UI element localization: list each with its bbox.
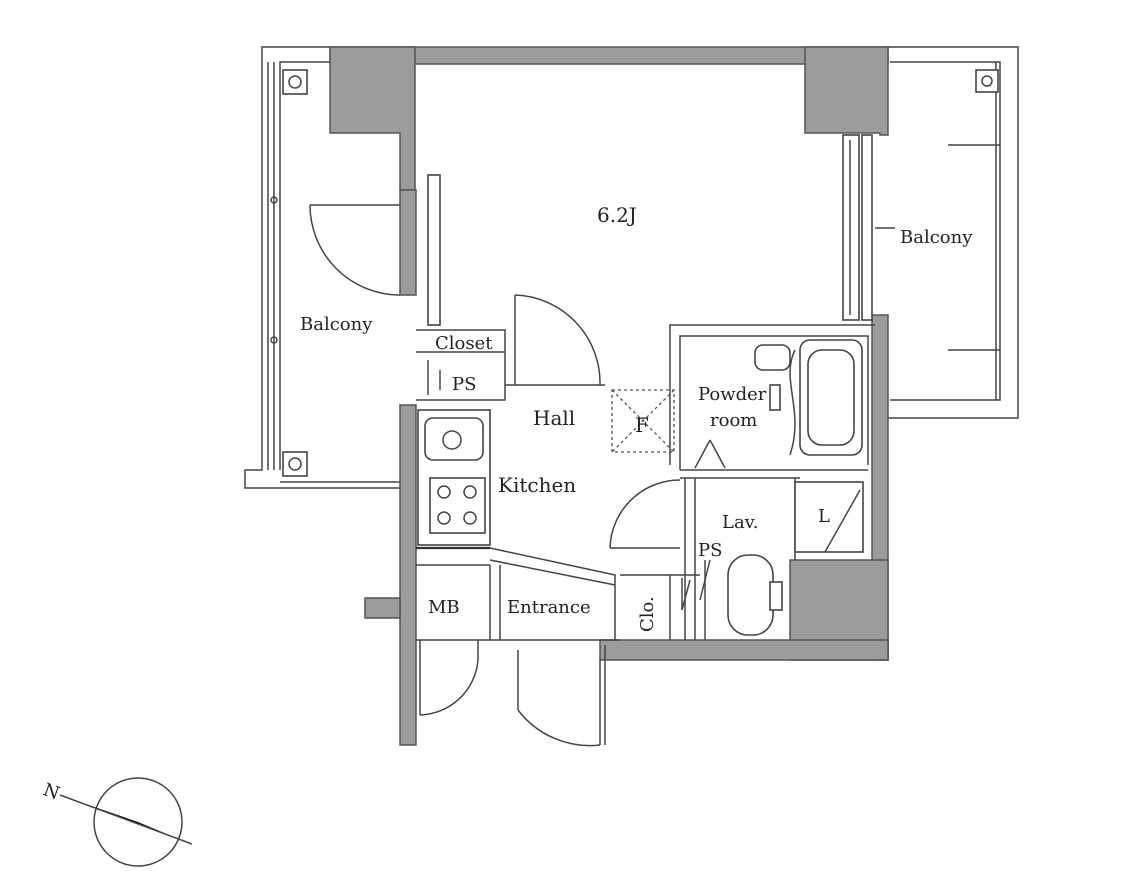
laundry-label: L [818, 506, 830, 527]
powder-room-label-line1: Powder [698, 384, 767, 405]
ps-upper-label: PS [452, 374, 476, 395]
meter-box-label: MB [428, 597, 460, 618]
main-room-label: 6.2J [597, 203, 637, 227]
clo-label: Clo. [637, 596, 658, 632]
closet-label: Closet [435, 333, 493, 354]
hall-detector [611, 389, 675, 453]
compass: N [40, 777, 193, 867]
toilet [727, 554, 783, 636]
structural-walls [329, 46, 889, 746]
laundry-pan [794, 481, 864, 553]
doors [419, 294, 726, 747]
balcony-left-label: Balcony [300, 314, 373, 335]
lavatory-label: Lav. [722, 512, 758, 533]
balcony-right-label: Balcony [900, 227, 973, 248]
bathroom-fixtures [754, 339, 863, 456]
entrance-label: Entrance [507, 597, 591, 618]
compass-north-label: N [40, 779, 62, 804]
fire-detector-label: F [635, 413, 649, 437]
ps-lower-label: PS [698, 540, 722, 561]
ps-closets [427, 360, 711, 611]
hall-label: Hall [533, 406, 575, 430]
balcony-right [875, 46, 1019, 419]
kitchen-label: Kitchen [498, 473, 576, 497]
balcony-left [244, 46, 401, 489]
powder-room-label-line2: room [710, 410, 757, 431]
kitchen-fixtures [417, 409, 491, 546]
